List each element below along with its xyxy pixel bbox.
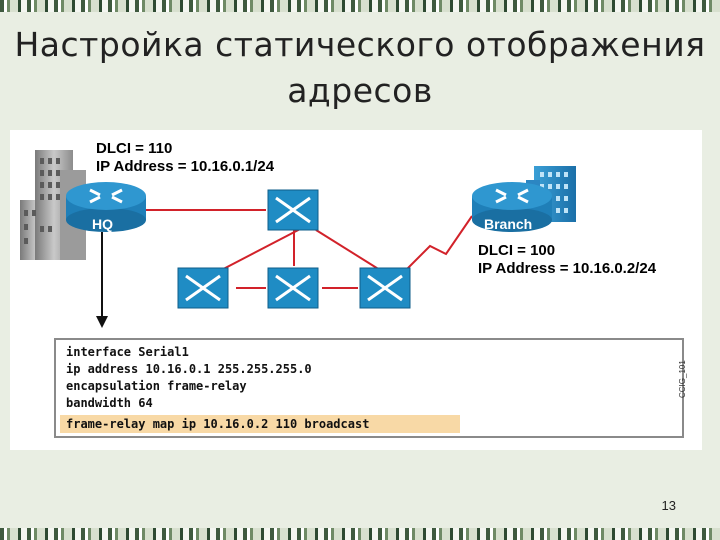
config-line: frame-relay map ip 10.16.0.2 110 broadca… xyxy=(66,417,370,431)
frame-relay-switch-icon xyxy=(359,267,411,309)
branch-router-icon xyxy=(472,182,552,232)
branch-ip-label: IP Address = 10.16.0.2/24 xyxy=(478,260,657,277)
config-line: bandwidth 64 xyxy=(66,396,153,410)
branch-router-label: Branch xyxy=(484,216,533,232)
hq-ip-label: IP Address = 10.16.0.1/24 xyxy=(96,158,275,175)
arrow-down-icon xyxy=(96,232,108,328)
config-line: interface Serial1 xyxy=(66,345,189,359)
hq-router-icon xyxy=(66,182,146,232)
top-decorative-bar xyxy=(0,0,720,12)
hq-router-label: HQ xyxy=(92,216,113,232)
frame-relay-switch-icon xyxy=(267,267,319,309)
figure-id: CCIG_101 xyxy=(678,360,687,398)
page-number: 13 xyxy=(661,498,676,513)
router-config-box: interface Serial1 ip address 10.16.0.1 2… xyxy=(54,338,684,438)
highlighted-config-line xyxy=(60,415,460,433)
slide-title: Настройка статического отображения адрес… xyxy=(14,25,706,110)
config-line: encapsulation frame-relay xyxy=(66,379,247,393)
frame-relay-switch-icon xyxy=(267,189,319,231)
network-diagram: HQ Branch DLCI = 110 IP Address = 10.16.… xyxy=(10,130,702,450)
frame-relay-switch-icon xyxy=(177,267,229,309)
hq-dlci-label: DLCI = 110 xyxy=(96,140,173,157)
network-topology xyxy=(20,150,576,328)
config-line: ip address 10.16.0.1 255.255.255.0 xyxy=(66,362,312,376)
bottom-decorative-bar xyxy=(0,528,720,540)
branch-dlci-label: DLCI = 100 xyxy=(478,242,556,259)
